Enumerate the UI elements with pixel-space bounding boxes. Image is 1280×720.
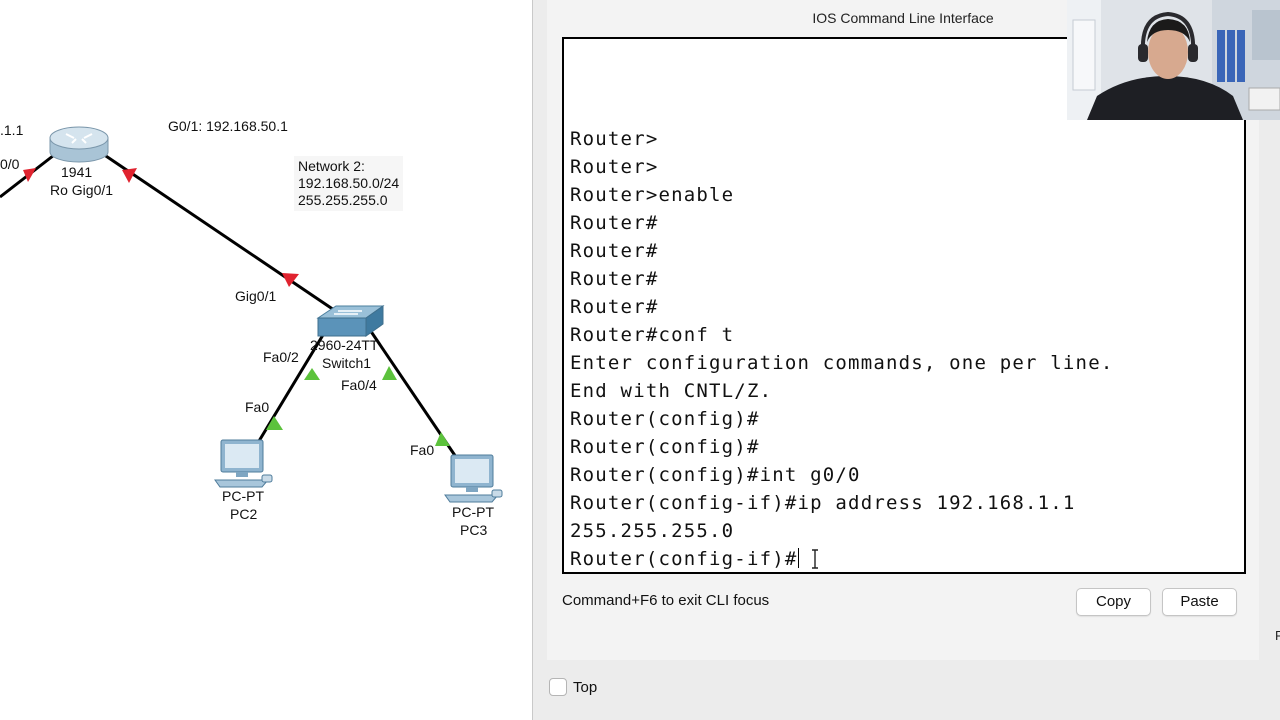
- top-checkbox-label: Top: [573, 679, 598, 696]
- switch-fa02-label: Fa0/2: [263, 349, 299, 365]
- pc2-fa0-label: Fa0: [245, 399, 270, 415]
- left-port-fragment: 0/0: [0, 156, 20, 172]
- cli-prompt-line[interactable]: Router(config-if)#: [570, 545, 1240, 572]
- cli-line: Router#conf t: [570, 324, 735, 346]
- cli-terminal[interactable]: Router> Router> Router>enable Router# Ro…: [562, 37, 1246, 574]
- cable-switch-pc2: [254, 329, 328, 447]
- pc2-name-label: PC2: [230, 506, 258, 522]
- cli-line: Enter configuration commands, one per li…: [570, 352, 1114, 374]
- link-status-up-fa04: [382, 366, 397, 380]
- cli-line: Router>enable: [570, 184, 735, 206]
- cli-line: End with CNTL/Z.: [570, 380, 773, 402]
- cli-current-prompt: Router(config-if)#: [570, 548, 798, 570]
- link-status-up-pc2: [266, 416, 283, 430]
- top-checkbox[interactable]: [549, 678, 567, 696]
- cli-line: Router(config-if)#ip address 192.168.1.1: [570, 492, 1076, 514]
- paste-button[interactable]: Paste: [1162, 588, 1237, 616]
- desktop-pc-icon-pc3: [444, 454, 503, 503]
- switch-gig01-label: Gig0/1: [235, 288, 277, 304]
- cli-line: Router(config)#: [570, 436, 760, 458]
- cli-line: Router(config)#: [570, 408, 760, 430]
- link-status-down-left: [23, 168, 36, 182]
- pc3-name-label: PC3: [460, 522, 488, 538]
- cable-router-switch: [99, 150, 341, 316]
- topology-canvas[interactable]: .1.1 0/0 G0/1: 192.168.50.1 1941 Ro Gig0…: [0, 0, 532, 720]
- ibeam-cursor-icon: [811, 549, 819, 572]
- webcam-overlay: [1067, 0, 1280, 120]
- left-ip-fragment: .1.1: [0, 122, 24, 138]
- cli-line: Router>: [570, 128, 659, 150]
- network-note[interactable]: Network 2: 192.168.50.0/24 255.255.255.0: [294, 156, 404, 211]
- pc3-type-label: PC-PT: [452, 504, 494, 520]
- link-status-down-router: [122, 168, 137, 183]
- cli-line: Router#: [570, 268, 659, 290]
- cli-line: Router>: [570, 156, 659, 178]
- router-model-label: 1941: [61, 164, 93, 180]
- pc3-fa0-label: Fa0: [410, 442, 435, 458]
- cli-window: IOS Command Line Interface Router> Route…: [532, 0, 1280, 720]
- cli-line: Router#: [570, 296, 659, 318]
- topology-drawing: [0, 126, 503, 503]
- router-name-label: Ro Gig0/1: [50, 182, 114, 198]
- cli-line: Router#: [570, 212, 659, 234]
- switch-icon: [316, 305, 385, 337]
- cli-line: Router(config)#int g0/0: [570, 464, 861, 486]
- router-icon: [49, 126, 109, 163]
- copy-button[interactable]: Copy: [1076, 588, 1151, 616]
- window-title: IOS Command Line Interface: [812, 10, 994, 26]
- cli-focus-hint: Command+F6 to exit CLI focus: [562, 592, 770, 609]
- presenter-video-icon: [1067, 0, 1280, 120]
- switch-name-label: Switch1: [322, 355, 372, 371]
- switch-model-label: 2960-24TT: [310, 337, 379, 353]
- switch-fa04-label: Fa0/4: [341, 377, 377, 393]
- pc2-type-label: PC-PT: [222, 488, 264, 504]
- cli-output: Router> Router> Router>enable Router# Ro…: [570, 125, 1240, 572]
- cli-line: 255.255.255.0: [570, 520, 735, 542]
- link-status-up-pc3: [435, 432, 450, 446]
- cli-line: Router#: [570, 240, 659, 262]
- text-cursor: [797, 548, 799, 568]
- router-g01-ip-label: G0/1: 192.168.50.1: [168, 118, 288, 134]
- desktop-pc-icon-pc2: [214, 439, 273, 488]
- edge-glyph: F: [1275, 628, 1280, 643]
- link-status-down-switch: [282, 273, 299, 287]
- link-status-up-fa02: [304, 368, 320, 380]
